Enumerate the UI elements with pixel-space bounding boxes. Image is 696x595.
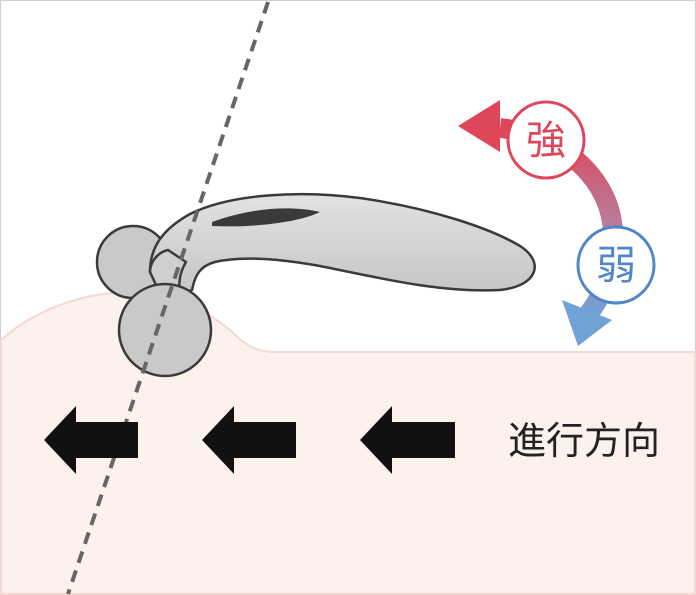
front-roller-ball — [117, 282, 213, 378]
left-arrow-icon — [202, 406, 296, 474]
pressure-arrow-head-top — [458, 100, 500, 152]
left-arrow-icon — [44, 406, 138, 474]
pressure-arrow-head-bottom — [562, 300, 612, 346]
direction-label: 進行方向 — [508, 419, 660, 463]
facial-roller-icon — [148, 192, 536, 300]
weak-label: 弱 — [596, 243, 636, 289]
handle-slot — [212, 208, 320, 227]
axis-dashed-line — [66, 1, 270, 595]
direction-arrows — [44, 406, 455, 474]
weak-badge — [576, 225, 656, 305]
strong-badge — [506, 100, 586, 180]
left-arrow-icon — [360, 406, 455, 474]
strong-label: 強 — [526, 118, 566, 164]
